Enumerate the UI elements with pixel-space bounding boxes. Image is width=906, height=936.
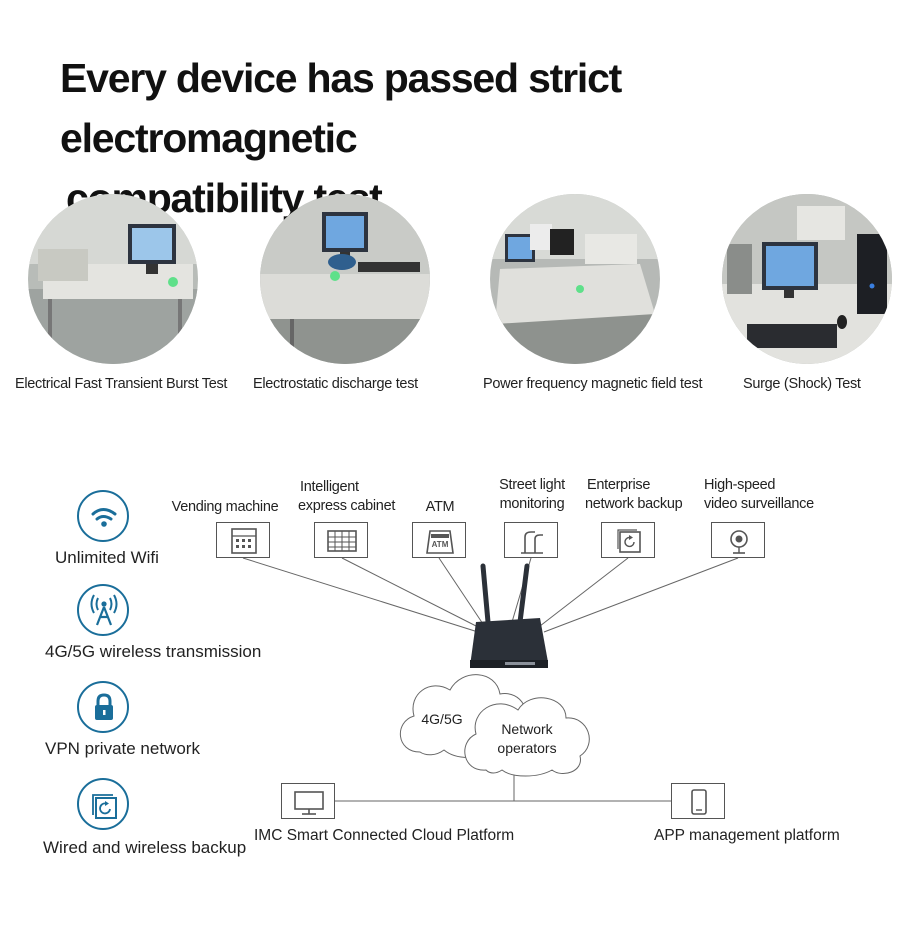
atm-box: ATM — [412, 522, 466, 558]
streetlight-icon — [521, 531, 543, 554]
express-cabinet-icon — [327, 530, 357, 552]
feature-wifi-label: Unlimited Wifi — [55, 548, 159, 567]
cloud-platform-box — [281, 783, 335, 819]
atm-label: ATM — [410, 498, 470, 517]
phone-icon — [691, 789, 707, 815]
express-cabinet-label: Intelligent express cabinet — [288, 478, 404, 516]
feature-4g5g — [77, 584, 129, 636]
test-caption-esd: Electrostatic discharge test — [253, 376, 418, 392]
lock-icon — [95, 693, 113, 720]
express-cabinet-label-line2: express cabinet — [298, 498, 396, 514]
feature-vpn — [77, 681, 129, 733]
app-platform-label: APP management platform — [654, 827, 840, 844]
video-surveillance-label-line2: video surveillance — [704, 496, 814, 512]
vending-machine-label: Vending machine — [165, 498, 285, 517]
cloud-operators-label: Network operators — [486, 720, 568, 758]
camera-icon — [730, 530, 748, 554]
wifi-icon — [91, 508, 117, 527]
headline-line-1: Every device has passed strict electroma… — [60, 55, 622, 161]
backup-icon — [617, 529, 641, 553]
test-photo-surge — [722, 194, 892, 364]
streetlight-box — [504, 522, 558, 558]
feature-4g5g-label: 4G/5G wireless transmission — [45, 642, 262, 661]
vending-machine-label-text: Vending machine — [171, 499, 279, 515]
express-cabinet-box — [314, 522, 368, 558]
app-platform-box — [671, 783, 725, 819]
video-surveillance-label: High-speed video surveillance — [700, 476, 830, 514]
cloud-network-operators — [464, 697, 590, 777]
cloud-operators-label-line1: Network — [501, 721, 553, 737]
cloud-4g5g-label: 4G/5G — [421, 711, 463, 727]
backup-icon — [92, 794, 117, 819]
monitor-icon — [294, 791, 324, 815]
feature-backup — [77, 778, 129, 830]
video-surveillance-label-line1: High-speed — [704, 477, 776, 493]
enterprise-backup-label-line1: Enterprise — [587, 477, 651, 493]
feature-vpn-label: VPN private network — [45, 739, 200, 758]
atm-icon — [426, 530, 454, 554]
vending-machine-icon — [231, 528, 257, 554]
cloud-platform-label: IMC Smart Connected Cloud Platform — [254, 827, 515, 844]
test-caption-magnetic-field: Power frequency magnetic field test — [483, 376, 703, 392]
enterprise-backup-box — [601, 522, 655, 558]
streetlight-label: Street light monitoring — [484, 476, 580, 514]
test-caption-surge: Surge (Shock) Test — [743, 376, 861, 392]
feature-wifi — [77, 490, 129, 542]
antenna-icon — [90, 594, 118, 626]
video-surveillance-box — [711, 522, 765, 558]
streetlight-label-line2: monitoring — [499, 496, 565, 512]
atm-icon-text: ATM — [431, 540, 449, 549]
router-icon — [470, 563, 548, 668]
test-photo-eft — [28, 194, 198, 364]
enterprise-backup-label-line2: network backup — [585, 496, 683, 512]
vending-machine-box — [216, 522, 270, 558]
feature-backup-label: Wired and wireless backup — [43, 838, 247, 857]
express-cabinet-label-line1: Intelligent — [300, 479, 359, 495]
enterprise-backup-label: Enterprise network backup — [580, 476, 700, 514]
test-caption-eft: Electrical Fast Transient Burst Test — [15, 376, 228, 392]
cloud-operators-label-line2: operators — [497, 740, 557, 756]
connection-lines — [242, 557, 739, 802]
atm-label-text: ATM — [425, 499, 455, 515]
streetlight-label-line1: Street light — [499, 477, 565, 493]
